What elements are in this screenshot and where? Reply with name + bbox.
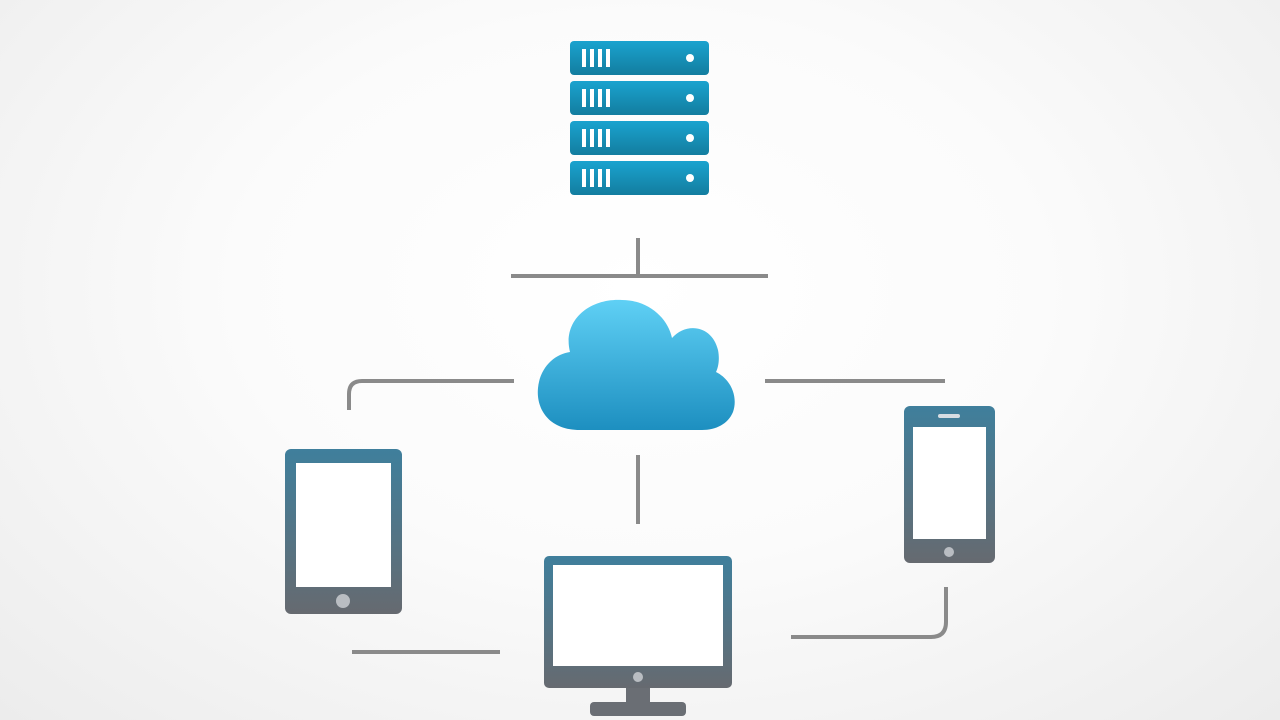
server-vent-bar	[582, 49, 586, 67]
monitor-base	[590, 702, 686, 716]
connector-server-cloud	[511, 238, 768, 278]
server-vent-bar	[582, 169, 586, 187]
cloud-icon	[537, 299, 735, 430]
smartphone-icon	[904, 406, 995, 563]
tablet-home-button	[336, 594, 350, 608]
server-status-led	[686, 94, 694, 102]
server-vent-bar	[582, 129, 586, 147]
monitor-icon	[544, 556, 732, 716]
server-vent-bar	[590, 89, 594, 107]
connector-lines	[347, 238, 948, 654]
server-vent-bar	[606, 169, 610, 187]
server-status-led	[686, 54, 694, 62]
server-vent-bar	[590, 49, 594, 67]
server-vent-bar	[598, 89, 602, 107]
server-unit	[570, 161, 709, 195]
server-vent-bar	[590, 169, 594, 187]
server-rack-icon	[570, 41, 709, 195]
tablet-icon	[285, 449, 402, 614]
server-vent-bar	[598, 169, 602, 187]
phone-speaker	[938, 414, 960, 418]
server-unit	[570, 41, 709, 75]
monitor-stand	[626, 688, 650, 702]
server-vent-bar	[606, 49, 610, 67]
server-status-led	[686, 174, 694, 182]
server-vent-bar	[582, 89, 586, 107]
server-vent-bar	[606, 89, 610, 107]
monitor-power-led	[633, 672, 643, 682]
phone-screen	[913, 427, 986, 539]
server-status-led	[686, 134, 694, 142]
server-unit	[570, 121, 709, 155]
phone-home-button	[944, 547, 954, 557]
connector-phone-desktop	[791, 587, 948, 639]
server-vent-bar	[598, 129, 602, 147]
server-vent-bar	[606, 129, 610, 147]
server-vent-bar	[590, 129, 594, 147]
server-vent-bar	[598, 49, 602, 67]
tablet-screen	[296, 463, 391, 587]
monitor-screen	[553, 565, 723, 666]
connector-cloud-tablet	[347, 379, 514, 410]
server-unit	[570, 81, 709, 115]
